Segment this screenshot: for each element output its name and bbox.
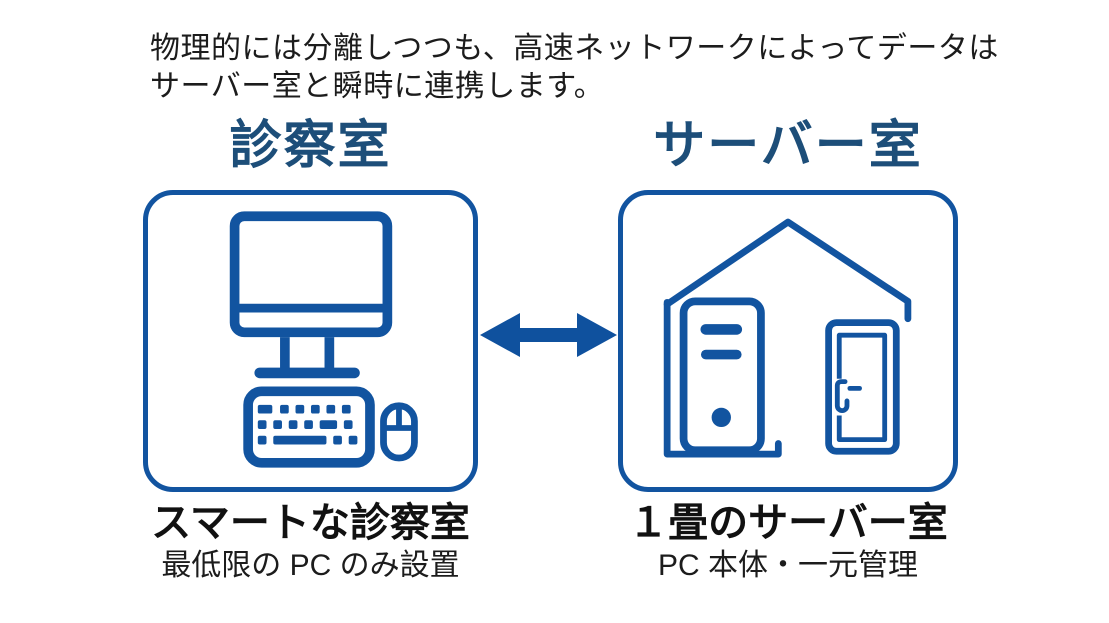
server-room-subcaption: PC 本体・一元管理 <box>657 549 918 582</box>
house-with-server-and-door-icon <box>663 218 912 458</box>
monitor-outline <box>229 211 393 338</box>
desktop-computer-icon <box>229 211 418 468</box>
server-room-title: サーバー室 <box>653 117 923 175</box>
keyboard-keys <box>257 404 358 445</box>
mouse-icon <box>380 402 418 462</box>
exam-room-box <box>143 190 478 492</box>
intro-line-1: 物理的には分離しつつも、高速ネットワークによってデータは <box>150 32 999 65</box>
server-tower-details <box>700 324 743 428</box>
server-room-column: サーバー室 <box>618 114 958 584</box>
door-outline <box>825 319 900 455</box>
door-handle-icon <box>832 378 862 416</box>
server-room-box <box>618 190 958 492</box>
exam-room-column: 診察室 <box>143 114 478 584</box>
keyboard-outline <box>243 386 375 468</box>
exam-room-title: 診察室 <box>229 117 392 175</box>
house-roof <box>663 218 912 323</box>
intro-line-2: サーバー室と瞬時に連携します。 <box>150 70 605 103</box>
server-room-caption: １畳のサーバー室 <box>628 501 948 545</box>
server-tower-outline <box>679 297 765 455</box>
exam-room-subcaption: 最低限の PC のみ設置 <box>161 549 460 582</box>
exam-room-caption: スマートな診察室 <box>151 501 470 545</box>
intro-text: 物理的には分離しつつも、高速ネットワークによってデータはサーバー室と瞬時に連携し… <box>150 30 999 106</box>
door-panel <box>836 332 888 443</box>
double-arrow-icon <box>480 313 617 357</box>
